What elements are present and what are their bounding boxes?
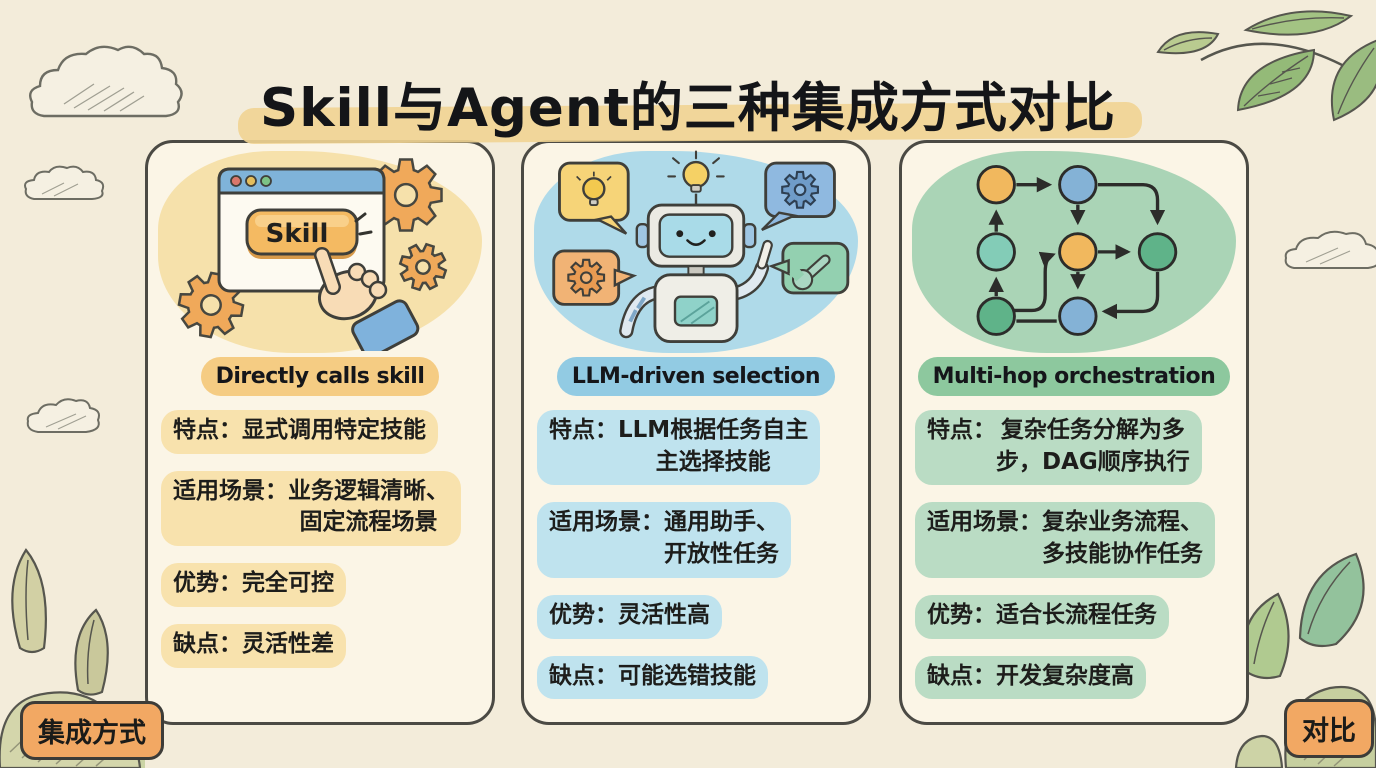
cloud-mid-right-icon (1284, 230, 1376, 269)
card-multi-hop: Multi-hop orchestration 特点：复杂任务分解为多 步，DA… (899, 140, 1249, 725)
feature-tedian: 特点：复杂任务分解为多 步，DAG顺序执行 (915, 410, 1202, 486)
feature-changjing: 适用场景：通用助手、 开放性任务 (537, 502, 791, 578)
feature-changjing: 适用场景：复杂业务流程、 多技能协作任务 (915, 502, 1215, 578)
page-title: Skill与Agent的三种集成方式对比 (0, 66, 1376, 142)
feature-tedian: 特点：显式调用特定技能 (161, 410, 438, 454)
cloud-small-left-icon (24, 165, 105, 200)
card-multi-hop-title: Multi-hop orchestration (917, 357, 1231, 396)
feature-youshi: 优势：灵活性高 (537, 594, 722, 639)
gear-icon (567, 258, 606, 297)
card-llm-selection-title: LLM-driven selection (556, 357, 836, 396)
card-llm-selection: LLM-driven selection 特点：LLM根据任务自主 主选择技能 … (521, 140, 871, 725)
feature-changjing: 适用场景：业务逻辑清晰、 固定流程场景 (161, 470, 461, 547)
dag-workflow-illustration (976, 164, 1178, 336)
skill-button-click-illustration: Skill (177, 158, 448, 351)
card-direct-call-title: Directly calls skill (200, 357, 440, 396)
leaves-top-right-icon (1156, 10, 1376, 122)
feature-quedian: 缺点：灵活性差 (161, 623, 346, 668)
feature-youshi: 优势：完全可控 (161, 563, 346, 607)
feature-quedian: 缺点：开发复杂度高 (915, 655, 1146, 700)
badge-integration-mode: 集成方式 (20, 701, 164, 760)
badge-comparison: 对比 (1284, 699, 1374, 758)
cloud-top-left-icon (29, 45, 183, 118)
card-direct-call-features: 特点：显式调用特定技能 适用场景：业务逻辑清晰、 固定流程场景 优势：完全可控 … (148, 410, 492, 668)
feature-tedian: 特点：LLM根据任务自主 主选择技能 (537, 410, 821, 486)
feature-youshi: 优势：适合长流程任务 (915, 594, 1169, 639)
card-multi-hop-features: 特点：复杂任务分解为多 步，DAG顺序执行 适用场景：复杂业务流程、 多技能协作… (902, 410, 1246, 700)
feature-quedian: 缺点：可能选错技能 (537, 655, 768, 700)
skill-button-label: Skill (266, 219, 329, 249)
cloud-mid-left-icon (26, 398, 100, 433)
card-llm-selection-features: 特点：LLM根据任务自主 主选择技能 适用场景：通用助手、 开放性任务 优势：灵… (524, 410, 868, 700)
robot-illustration (552, 150, 850, 344)
bulb-icon (576, 171, 612, 207)
wrench-icon (789, 254, 831, 291)
card-direct-call: Skill Directly calls skill 特点：显式调用特定技能 适… (145, 140, 495, 725)
